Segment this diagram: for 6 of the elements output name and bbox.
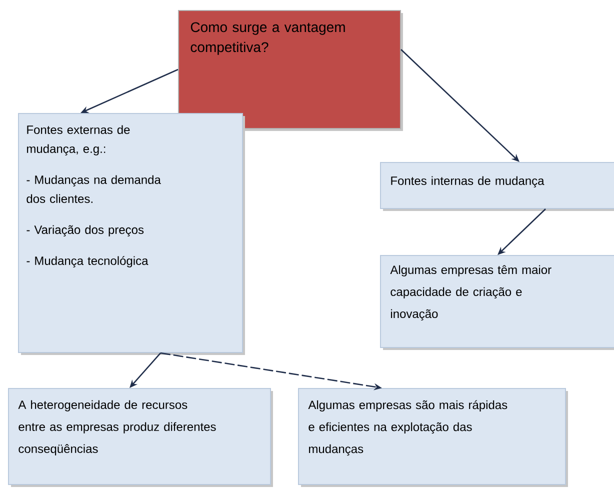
text-box: Fontes externas de mudança, e.g.: - Mudanças na demanda dos clientes. - Variação dos preços - Mudança tecnológica (18, 113, 245, 355)
text-box: A heterogeneidade de recursos entre as empresas produz diferentes conseqüências (8, 388, 273, 487)
text-box: Algumas empresas são mais rápidas e eficientes na explotação das mudanças (298, 388, 568, 487)
text-box: Fontes internas de mudança (380, 162, 614, 211)
title-box: Como surge a vantagem competitiva? (178, 10, 403, 131)
text-box: Algumas empresas têm maior capacidade de criação e inovação (380, 255, 614, 350)
